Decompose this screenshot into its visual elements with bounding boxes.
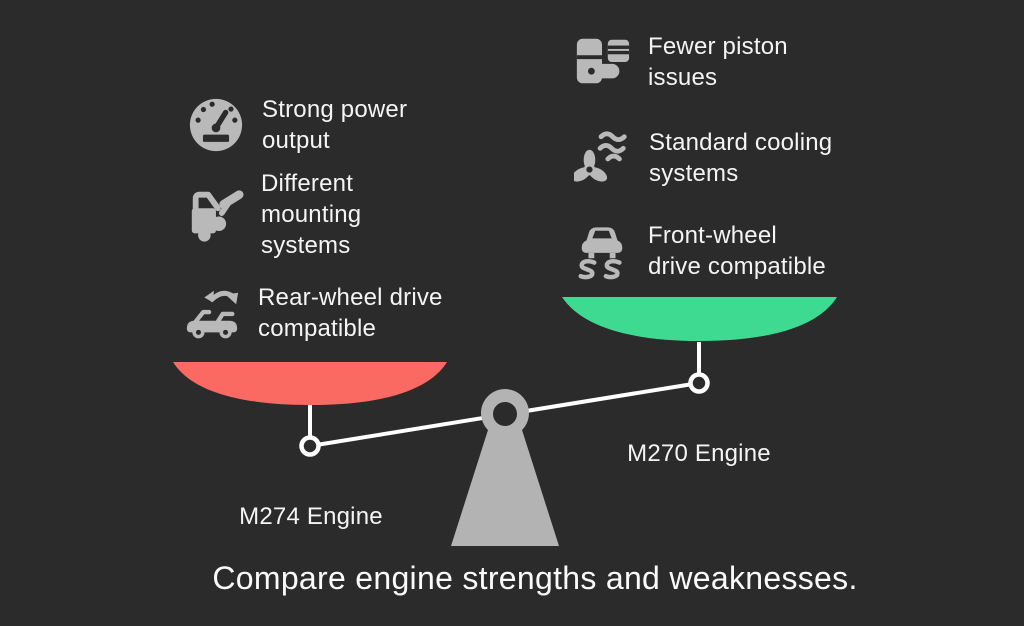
feature-standard-cooling: Standard cooling systems bbox=[574, 127, 832, 189]
feature-label: Fewer piston issues bbox=[648, 33, 788, 91]
piston-icon bbox=[573, 33, 631, 91]
right-engine-label: M270 Engine bbox=[627, 440, 771, 467]
rear-wheel-drive-car-icon bbox=[183, 284, 241, 342]
engine-mount-icon bbox=[186, 186, 244, 244]
left-pan bbox=[173, 362, 447, 405]
right-pan bbox=[562, 297, 837, 341]
fulcrum bbox=[451, 389, 559, 546]
fulcrum-hole bbox=[493, 402, 517, 426]
left-pivot-ring bbox=[299, 435, 321, 457]
left-engine-label: M274 Engine bbox=[239, 503, 383, 530]
feature-label: Rear-wheel drive compatible bbox=[258, 284, 443, 342]
feature-fewer-piston-issues: Fewer piston issues bbox=[573, 31, 788, 93]
traction-control-car-icon bbox=[573, 222, 631, 280]
feature-rear-wheel-drive: Rear-wheel drive compatible bbox=[183, 282, 443, 344]
feature-front-wheel-drive: Front-wheel drive compatible bbox=[573, 220, 826, 282]
page-title: Compare engine strengths and weaknesses. bbox=[212, 560, 858, 596]
feature-label: Front-wheel drive compatible bbox=[648, 222, 826, 280]
feature-strong-power-output: Strong power output bbox=[187, 94, 407, 156]
cooling-fan-icon bbox=[574, 129, 632, 187]
speedometer-icon bbox=[187, 96, 245, 154]
feature-label: Strong power output bbox=[262, 96, 408, 154]
right-pivot-ring bbox=[688, 372, 710, 394]
feature-different-mounting-systems: Different mounting systems bbox=[186, 168, 361, 261]
feature-label: Standard cooling systems bbox=[649, 129, 833, 187]
feature-label: Different mounting systems bbox=[261, 170, 362, 259]
